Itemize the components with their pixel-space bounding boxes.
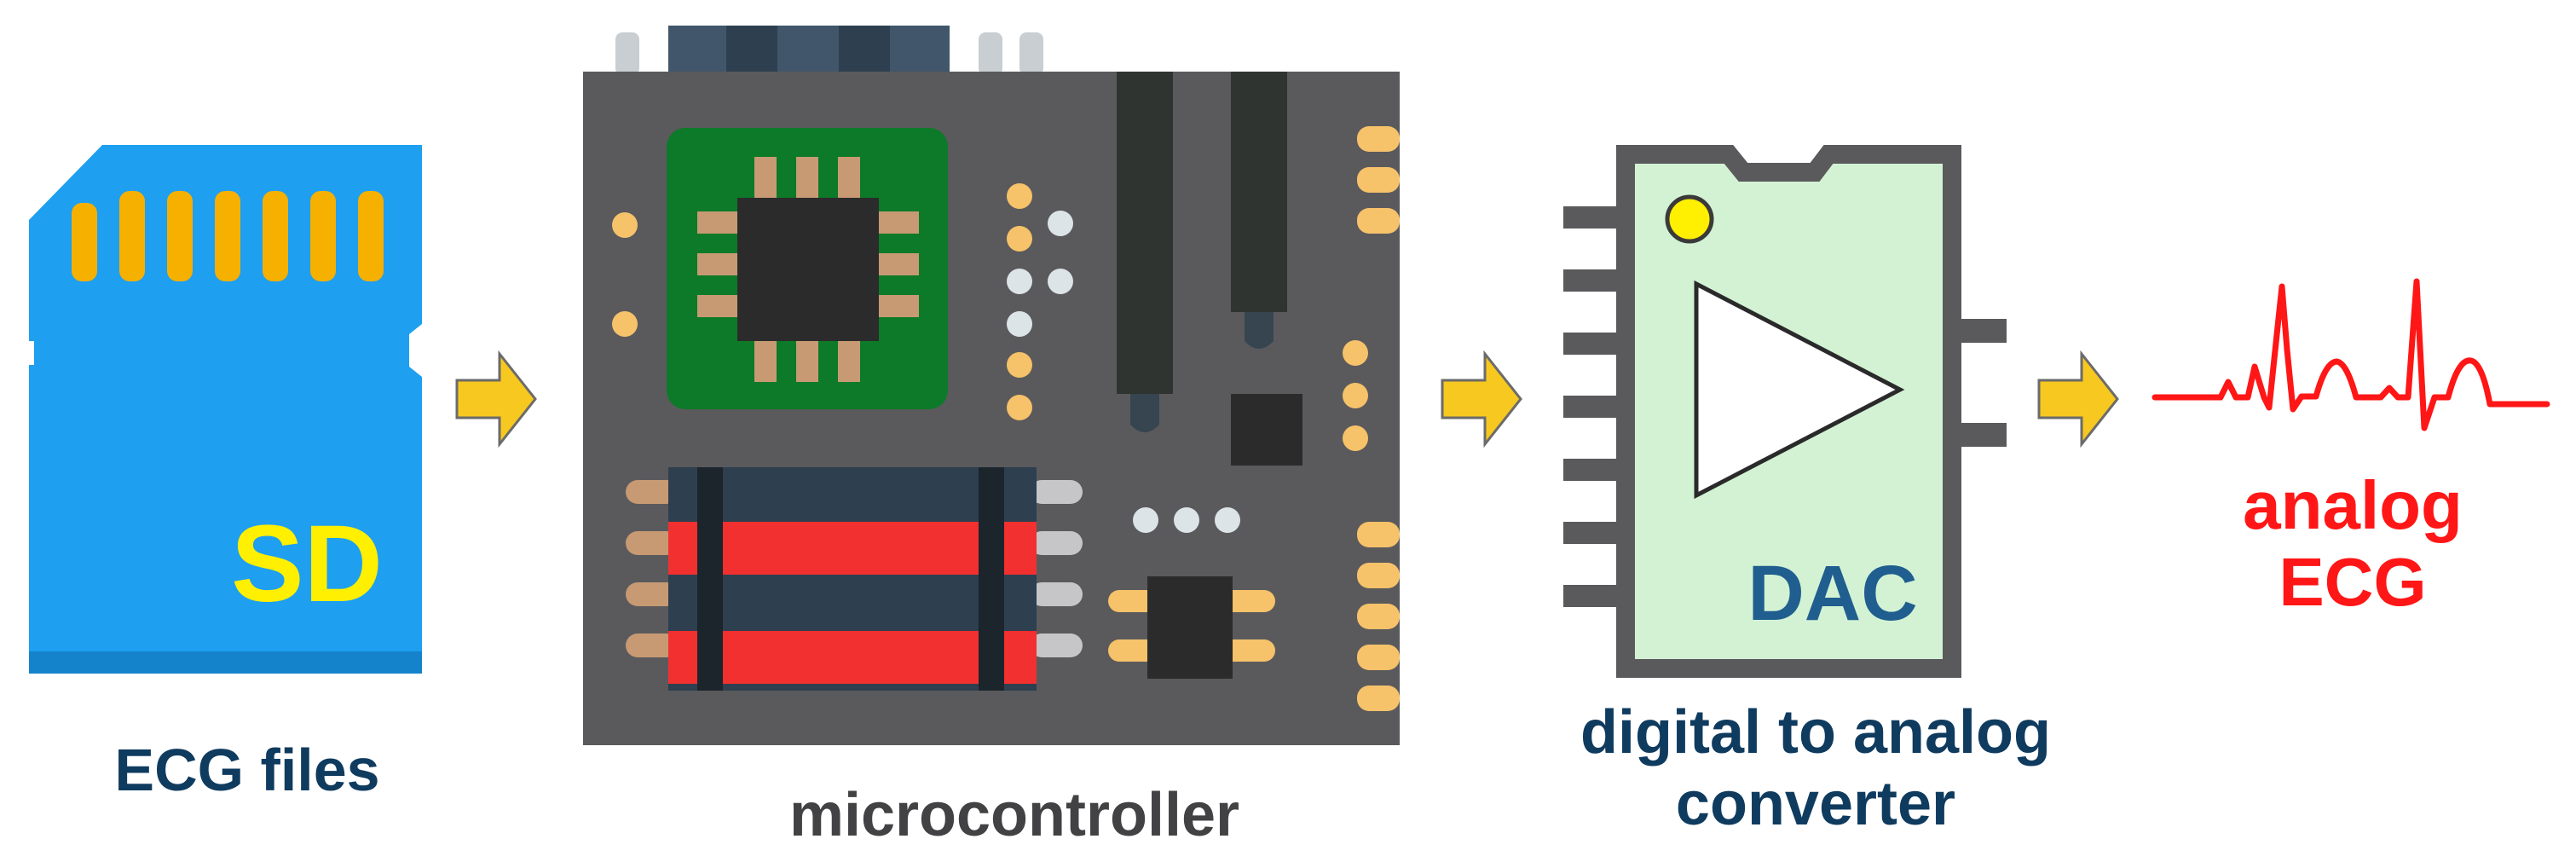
ecg-waveform-icon [2151,278,2550,431]
circuit-board-icon [583,26,1400,745]
dac-caption-line-1: digital to analog [1580,698,2051,767]
sd-card-caption: ECG files [114,737,380,803]
arrow-right-icon [2037,350,2119,448]
sd-card-icon [24,145,422,674]
dac-caption-line-2: converter [1675,769,1956,838]
arrow-right-icon [1441,350,1522,448]
microcontroller-caption: microcontroller [788,781,1240,849]
amplifier-triangle-icon [1694,280,1905,500]
arrow-right-icon [455,350,537,448]
dac-caption: digital to analog converter [1466,697,2165,840]
analog-ecg-caption-line-2: ECG [2279,543,2427,620]
analog-ecg-caption: analog ECG [2165,467,2540,620]
analog-ecg-caption-line-1: analog [2243,467,2463,543]
sd-card-label: SD [231,503,383,625]
dac-chip-label: DAC [1747,550,1918,637]
